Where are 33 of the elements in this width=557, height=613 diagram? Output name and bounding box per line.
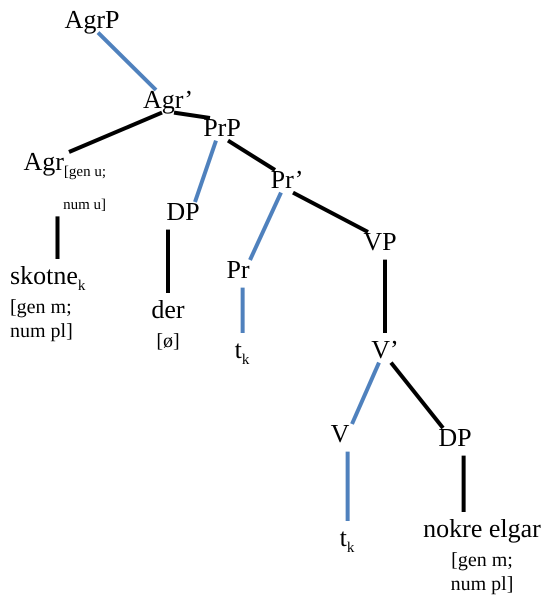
node-label: VP bbox=[363, 228, 397, 257]
feature-text: [gen m; num pl] bbox=[450, 548, 514, 596]
tree-branch bbox=[383, 260, 387, 333]
tree-branch bbox=[346, 452, 350, 521]
node-label: t$_{k}$ bbox=[340, 524, 354, 557]
tree-branch bbox=[389, 361, 445, 430]
node-label: der bbox=[150, 296, 186, 325]
tree-branch bbox=[166, 230, 170, 293]
node-label: nokre elgar bbox=[423, 515, 541, 544]
tree-branch bbox=[193, 140, 218, 203]
tree-branch bbox=[462, 456, 466, 512]
feature-text: [ø] bbox=[155, 328, 181, 353]
tree-branch bbox=[292, 190, 369, 234]
node-label: DP bbox=[438, 424, 472, 453]
tree-branch bbox=[226, 138, 276, 172]
tree-branch bbox=[240, 288, 245, 333]
node-label: Pr bbox=[226, 256, 250, 285]
node-label: PrP bbox=[203, 114, 241, 143]
node-label: V’ bbox=[371, 336, 399, 365]
node-label: Pr’ bbox=[270, 166, 304, 195]
tree-branch bbox=[96, 31, 158, 92]
tree-branch bbox=[56, 216, 60, 259]
node-label: skotne$_{k}$ bbox=[10, 262, 86, 295]
tree-branch bbox=[248, 192, 283, 261]
node-label: t$_{k}$ bbox=[234, 336, 250, 369]
tree-branch bbox=[350, 362, 381, 425]
node-label: Agr’ bbox=[142, 86, 194, 115]
feature-text: [gen m; num pl] bbox=[10, 294, 74, 343]
tree-branch bbox=[68, 110, 163, 154]
tree-branch bbox=[174, 110, 210, 120]
node-label: V bbox=[330, 420, 350, 449]
node-label: AgrP bbox=[64, 6, 120, 35]
node-label: DP bbox=[166, 198, 200, 227]
